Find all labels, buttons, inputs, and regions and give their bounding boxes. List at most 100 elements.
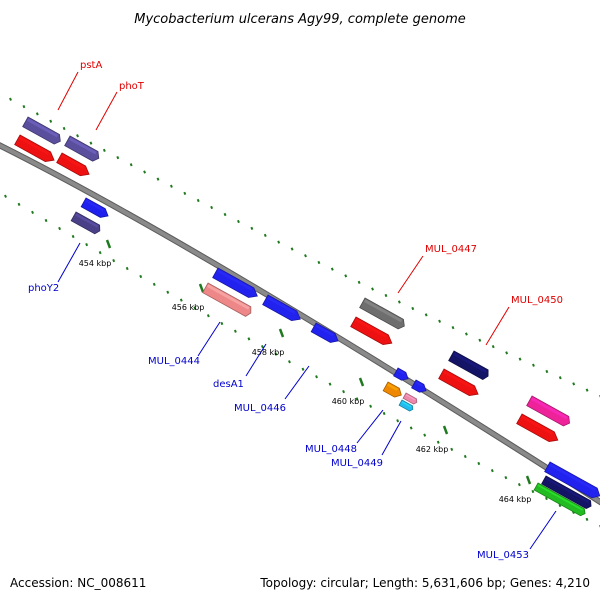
gene-arrow-highlight bbox=[75, 213, 99, 228]
outer-guide-dot bbox=[585, 388, 589, 392]
gene-arrow-highlight bbox=[27, 118, 59, 138]
inner-guide-dot bbox=[274, 352, 278, 356]
gene-arrow-MUL_0448-b[interactable] bbox=[411, 379, 429, 395]
inner-guide-dot bbox=[152, 282, 156, 287]
inner-guide-dot bbox=[517, 482, 521, 487]
gene-label[interactable]: MUL_0453 bbox=[477, 550, 529, 561]
gene-arrow-highlight bbox=[387, 383, 399, 391]
gene-arrow-body bbox=[541, 475, 592, 510]
outer-guide-dot bbox=[223, 212, 227, 217]
outer-guide-dot bbox=[237, 219, 240, 224]
gene-label[interactable]: MUL_0449 bbox=[331, 458, 383, 469]
inner-guide-dot bbox=[85, 242, 89, 247]
gene-label[interactable]: phoY2 bbox=[28, 283, 59, 294]
inner-guide-dot bbox=[166, 290, 170, 294]
gene-arrow-phoT-cds[interactable] bbox=[56, 152, 92, 179]
gene-arrow-body bbox=[402, 392, 418, 405]
gene-arrow-highlight bbox=[405, 394, 416, 401]
outer-guide-dot bbox=[169, 184, 173, 188]
inner-guide-dot bbox=[544, 496, 548, 501]
inner-guide-dot bbox=[71, 234, 75, 239]
gene-arrow-MUL_0447[interactable] bbox=[359, 297, 407, 331]
gene-arrow-MUL_0449-a[interactable] bbox=[402, 392, 418, 405]
outer-guide-dot bbox=[330, 267, 334, 271]
gene-arrow-pstA[interactable] bbox=[22, 116, 63, 146]
inner-guide-dot bbox=[112, 258, 116, 263]
scale-tick-label: 460 kbp bbox=[332, 397, 365, 406]
gene-arrow-MUL_0444[interactable] bbox=[202, 282, 254, 318]
outer-guide-dot bbox=[304, 254, 307, 258]
gene-label[interactable]: MUL_0447 bbox=[425, 244, 477, 255]
outer-guide-dot bbox=[22, 104, 26, 109]
gene-arrow-desA1[interactable] bbox=[310, 322, 340, 345]
outer-guide-dot bbox=[451, 326, 455, 330]
inner-guide-dot bbox=[179, 298, 183, 302]
gene-arrow-highlight bbox=[355, 318, 388, 338]
inner-guide-dot bbox=[233, 329, 237, 333]
outer-guide-dot bbox=[572, 382, 576, 386]
gene-arrow-MUL_0447-cds[interactable] bbox=[350, 316, 395, 348]
inner-guide-dot bbox=[423, 433, 427, 437]
gene-arrow-MUL_0448-a[interactable] bbox=[393, 367, 411, 383]
gene-arrow-MUL_0450-cds[interactable] bbox=[438, 368, 481, 399]
gene-arrow-MUL_0448[interactable] bbox=[382, 381, 404, 399]
scale-tick bbox=[358, 377, 365, 387]
gene-arrow-phoY2[interactable] bbox=[70, 211, 102, 235]
genome-backbone bbox=[0, 142, 600, 506]
outer-guide-dot bbox=[397, 300, 401, 304]
outer-guide-dot bbox=[89, 141, 93, 145]
outer-guide-dot bbox=[545, 369, 549, 374]
leader-line bbox=[245, 343, 267, 377]
outer-guide-dot bbox=[9, 97, 12, 101]
gene-arrow-highlight bbox=[545, 477, 590, 503]
gene-label[interactable]: MUL_0448 bbox=[305, 444, 357, 455]
gene-label[interactable]: desA1 bbox=[213, 379, 244, 390]
outer-guide-dot bbox=[290, 247, 294, 251]
gene-arrow-MUL_0444-a[interactable] bbox=[212, 267, 260, 301]
gene-arrow-MUL_0450[interactable] bbox=[448, 350, 491, 381]
outer-guide-dot bbox=[438, 319, 442, 323]
gene-label[interactable]: MUL_0444 bbox=[148, 356, 200, 367]
inner-guide-dot bbox=[504, 475, 508, 480]
gene-arrow-body bbox=[202, 282, 252, 317]
outer-guide-dot bbox=[518, 357, 522, 361]
label-leader-lines bbox=[57, 71, 557, 550]
gene-arrow-MUL_0451[interactable] bbox=[526, 395, 573, 428]
gene-arrow-phoY2-a[interactable] bbox=[80, 197, 110, 220]
leader-line bbox=[284, 365, 310, 400]
outer-guide-dot bbox=[357, 280, 361, 285]
outer-guide-dot bbox=[532, 363, 535, 367]
gene-arrow-highlight bbox=[61, 154, 85, 169]
inner-guide-dot bbox=[315, 375, 318, 379]
gene-arrow-MUL_0449[interactable] bbox=[398, 399, 414, 412]
leader-line bbox=[95, 91, 118, 131]
leader-line bbox=[57, 242, 81, 283]
gene-arrow-body bbox=[411, 379, 427, 393]
gene-label[interactable]: MUL_0450 bbox=[511, 295, 563, 306]
inner-guide-dot bbox=[98, 250, 102, 255]
gene-arrow-MUL_0453-a[interactable] bbox=[544, 461, 600, 501]
gene-label[interactable]: pstA bbox=[80, 60, 102, 71]
gene-arrow-phoT[interactable] bbox=[64, 135, 102, 163]
gene-arrow-MUL_0453-b[interactable] bbox=[541, 475, 594, 510]
gene-label[interactable]: MUL_0446 bbox=[234, 403, 286, 414]
dotted-guides bbox=[4, 97, 600, 528]
gene-arrow-body bbox=[359, 297, 405, 330]
outer-guide-dot bbox=[49, 119, 53, 123]
gene-arrow-MUL_0446[interactable] bbox=[262, 294, 303, 324]
outer-guide-dot bbox=[35, 112, 39, 116]
gene-arrow-MUL_0453[interactable] bbox=[533, 482, 587, 517]
gene-label[interactable]: phoT bbox=[119, 81, 145, 92]
leader-line bbox=[356, 409, 384, 444]
gene-arrow-MUL_0451-cds[interactable] bbox=[516, 413, 561, 445]
gene-arrow-pstA-cds[interactable] bbox=[14, 134, 57, 165]
gene-arrow-highlight bbox=[267, 296, 296, 314]
outer-guide-dot bbox=[210, 205, 214, 210]
outer-guide-dot bbox=[505, 351, 509, 355]
outer-guide-dot bbox=[464, 332, 468, 336]
inner-guide-dot bbox=[247, 337, 251, 341]
inner-guide-dot bbox=[436, 440, 440, 444]
